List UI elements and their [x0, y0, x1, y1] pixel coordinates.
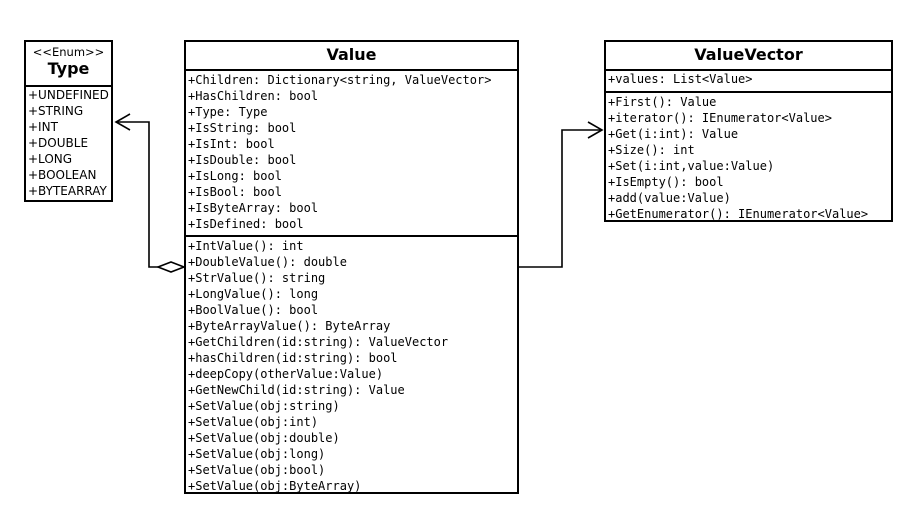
method-row: +GetNewChild(id:string): Value — [188, 383, 405, 397]
type-enum-header: <<Enum>> Type — [26, 42, 111, 87]
method-row: +SetValue(obj:ByteArray) — [188, 479, 362, 493]
value-class-name: Value — [326, 45, 377, 64]
enum-literal: +DOUBLE — [28, 136, 89, 150]
method-row: +ByteArrayValue(): ByteArray — [188, 319, 391, 333]
value-class: Value +Children: Dictionary<string, Valu… — [184, 40, 519, 494]
method-row: +LongValue(): long — [188, 287, 319, 301]
type-enum-class: <<Enum>> Type +UNDEFINED +STRING +INT +D… — [24, 40, 113, 202]
type-enum-name: Type — [47, 59, 90, 78]
value-vector-header: ValueVector — [606, 42, 891, 71]
method-row: +SetValue(obj:long) — [188, 447, 326, 461]
enum-literal: +INT — [28, 120, 58, 134]
attribute-row: +IsLong: bool — [188, 169, 282, 183]
method-row: +StrValue(): string — [188, 271, 326, 285]
method-row: +SetValue(obj:int) — [188, 415, 319, 429]
association-connector — [519, 121, 604, 268]
attribute-row: +values: List<Value> — [608, 72, 753, 86]
enum-literal: +BOOLEAN — [28, 168, 97, 182]
method-row: +GetEnumerator(): IEnumerator<Value> — [608, 207, 869, 221]
value-methods: +IntValue(): int +DoubleValue(): double … — [186, 235, 517, 496]
aggregation-connector — [114, 113, 187, 273]
method-row: +iterator(): IEnumerator<Value> — [608, 111, 832, 125]
value-attributes: +Children: Dictionary<string, ValueVecto… — [186, 71, 517, 235]
value-vector-name: ValueVector — [694, 45, 803, 64]
method-row: +add(value:Value) — [608, 191, 731, 205]
attribute-row: +IsString: bool — [188, 121, 297, 135]
type-enum-literals: +UNDEFINED +STRING +INT +DOUBLE +LONG +B… — [26, 87, 111, 201]
method-row: +Set(i:int,value:Value) — [608, 159, 775, 173]
method-row: +Size(): int — [608, 143, 695, 157]
method-row: +First(): Value — [608, 95, 717, 109]
enum-stereotype: <<Enum>> — [32, 45, 105, 59]
attribute-row: +Type: Type — [188, 105, 268, 119]
value-class-header: Value — [186, 42, 517, 71]
value-vector-class: ValueVector +values: List<Value> +First(… — [604, 40, 893, 222]
method-row: +SetValue(obj:bool) — [188, 463, 326, 477]
method-row: +SetValue(obj:double) — [188, 431, 340, 445]
attribute-row: +IsDefined: bool — [188, 217, 304, 231]
attribute-row: +IsByteArray: bool — [188, 201, 319, 215]
enum-literal: +STRING — [28, 104, 84, 118]
method-row: +IsEmpty(): bool — [608, 175, 724, 189]
method-row: +hasChildren(id:string): bool — [188, 351, 398, 365]
enum-literal: +LONG — [28, 152, 73, 166]
method-row: +BoolValue(): bool — [188, 303, 319, 317]
attribute-row: +IsBool: bool — [188, 185, 282, 199]
method-row: +IntValue(): int — [188, 239, 304, 253]
attribute-row: +HasChildren: bool — [188, 89, 319, 103]
method-row: +SetValue(obj:string) — [188, 399, 340, 413]
method-row: +DoubleValue(): double — [188, 255, 347, 269]
method-row: +GetChildren(id:string): ValueVector — [188, 335, 449, 349]
method-row: +Get(i:int): Value — [608, 127, 739, 141]
attribute-row: +IsDouble: bool — [188, 153, 297, 167]
aggregation-diamond — [155, 261, 187, 273]
enum-literal: +UNDEFINED — [28, 88, 109, 102]
value-vector-methods: +First(): Value +iterator(): IEnumerator… — [606, 91, 891, 224]
attribute-row: +IsInt: bool — [188, 137, 275, 151]
value-vector-attributes: +values: List<Value> — [606, 71, 891, 91]
method-row: +deepCopy(otherValue:Value) — [188, 367, 384, 381]
enum-literal: +BYTEARRAY — [28, 184, 107, 198]
attribute-row: +Children: Dictionary<string, ValueVecto… — [188, 73, 492, 87]
